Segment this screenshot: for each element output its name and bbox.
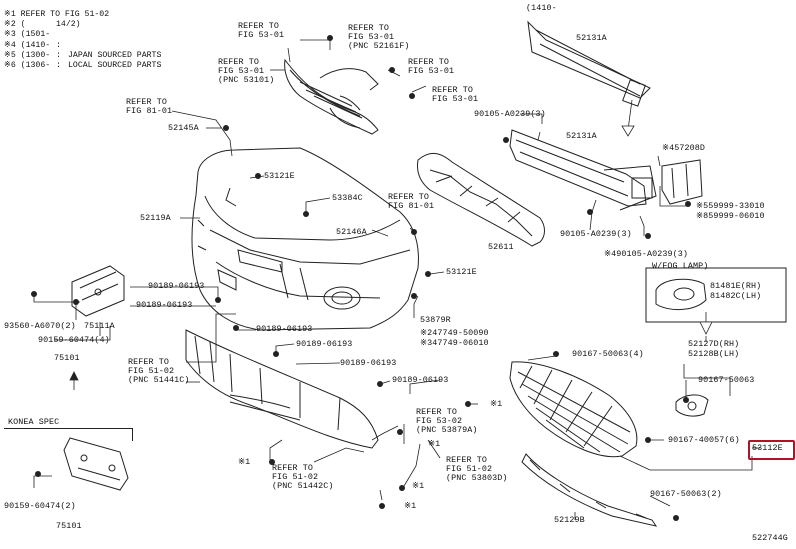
part-number[interactable]: 90105-A0239(3) (560, 229, 632, 239)
part-number[interactable]: ※559999-33010 (696, 201, 765, 211)
note-marker: ※1 (412, 481, 425, 491)
ref-fig-51-02[interactable]: REFER TO FIG 51-02 (PNC 51441C) (128, 357, 190, 385)
part-number[interactable]: 90167-50063 (698, 375, 755, 385)
part-number[interactable]: 75101 (54, 353, 80, 363)
part-number[interactable]: ※490105-A0239(3) (604, 249, 689, 259)
molding-52129b (522, 454, 656, 526)
legend-row: ※3 (1501- (4, 30, 51, 40)
konea-spec-label: KONEA SPEC (8, 417, 60, 427)
part-number[interactable]: 90167-40057(6) (668, 435, 740, 445)
ref-fig-53-02[interactable]: REFER TO FIG 53-02 (PNC 53879A) (416, 407, 478, 435)
part-number[interactable]: 52611 (488, 242, 514, 252)
part-number[interactable]: 52127D(RH) (688, 339, 740, 349)
ref-fig-51-02[interactable]: REFER TO FIG 51-02 (PNC 53803D) (446, 455, 508, 483)
part-number[interactable]: 52131A (566, 131, 597, 141)
konea-spec-box (4, 428, 133, 441)
part-number[interactable]: 52146A (336, 227, 367, 237)
fog-bezel (676, 395, 708, 416)
part-number[interactable]: 81481E(RH) (710, 281, 762, 291)
part-number[interactable]: ※859999-06010 (696, 211, 765, 221)
part-number[interactable]: 52119A (140, 213, 171, 223)
part-number[interactable]: 52128B(LH) (688, 349, 740, 359)
bracket-457208d (662, 160, 702, 204)
part-number[interactable]: ※347749-06010 (420, 338, 489, 348)
part-number[interactable]: 53384C (332, 193, 363, 203)
ref-fig-81-01[interactable]: REFER TO FIG 81-01 (388, 192, 435, 211)
part-number[interactable]: 90159-60474(4) (38, 335, 110, 345)
part-number[interactable]: 93560-A6070(2) (4, 321, 76, 331)
fog-lamp-note: W/FOG LAMP) (652, 261, 709, 271)
legend-row: ※4 (1410-: (4, 40, 61, 50)
note-marker: ※1 (238, 457, 251, 467)
ref-fig-81-01[interactable]: REFER TO FIG 81-01 (126, 97, 173, 116)
note-marker: ※1 (490, 399, 503, 409)
part-number[interactable]: 52129B (554, 515, 585, 525)
legend: ※1 REFER TO FIG 51-02 ※2 (14/2) ※3 (1501… (4, 10, 161, 71)
part-number[interactable]: ※247749-50090 (420, 328, 489, 338)
part-number[interactable]: 90189-06193 (256, 324, 313, 334)
fog-lamp-cover (646, 268, 786, 322)
part-number[interactable]: 90167-50063(2) (650, 489, 722, 499)
part-number[interactable]: 52145A (168, 123, 199, 133)
part-number[interactable]: 81482C(LH) (710, 291, 762, 301)
fasteners (31, 35, 691, 521)
legend-row: ※2 (14/2) (4, 20, 81, 30)
note-marker: ※1 (428, 439, 441, 449)
ref-fig-53-01[interactable]: REFER TO FIG 53-01 (PNC 53101) (218, 57, 275, 85)
legend-header: ※1 REFER TO FIG 51-02 (4, 10, 110, 19)
ref-fig-53-01[interactable]: REFER TO FIG 53-01 (238, 21, 285, 40)
ref-fig-53-01[interactable]: REFER TO FIG 53-01 (432, 85, 479, 104)
part-number[interactable]: 90189-06193 (136, 300, 193, 310)
part-number[interactable]: 90167-50063(4) (572, 349, 644, 359)
legend-row: ※5 (1300-:JAPAN SOURCED PARTS (4, 50, 162, 60)
ref-fig-51-02[interactable]: REFER TO FIG 51-02 (PNC 51442C) (272, 463, 334, 491)
part-number[interactable]: 90189-06193 (148, 281, 205, 291)
part-number[interactable]: 75111A (84, 321, 115, 331)
reinforcement-bottom (510, 130, 656, 210)
part-number[interactable]: 90189-06193 (340, 358, 397, 368)
selected-part-highlight[interactable] (748, 440, 795, 460)
part-number[interactable]: 53121E (446, 267, 477, 277)
part-number-selected[interactable]: 53112E (752, 443, 783, 453)
part-number[interactable]: 75101 (56, 521, 82, 531)
top-ref-note: (1410- (526, 3, 557, 13)
part-number[interactable]: 90189-06193 (296, 339, 353, 349)
part-number[interactable]: 90159-60474(2) (4, 501, 76, 511)
note-marker: ※1 (404, 501, 417, 511)
ref-fig-53-01[interactable]: REFER TO FIG 53-01 (PNC 52161F) (348, 23, 410, 51)
part-number[interactable]: 90189-06193 (392, 375, 449, 385)
diagram-code: 522744G (752, 533, 788, 543)
absorber-52611 (418, 153, 545, 246)
bracket-konea (64, 438, 128, 490)
part-number[interactable]: 53879R (420, 315, 451, 325)
reinforcement-top (528, 22, 650, 106)
bumper-cover (192, 148, 419, 330)
lower-grille (510, 362, 637, 457)
upper-grille-part (285, 60, 378, 134)
part-number[interactable]: 53121E (264, 171, 295, 181)
part-number[interactable]: 90105-A0239(3) (474, 109, 546, 119)
ref-fig-53-01[interactable]: REFER TO FIG 53-01 (408, 57, 455, 76)
part-number[interactable]: 52131A (576, 33, 607, 43)
leader-lines (34, 40, 760, 520)
legend-row: ※6 (1306-:LOCAL SOURCED PARTS (4, 61, 162, 71)
part-number[interactable]: ※457208D (662, 143, 705, 153)
bracket-75111a (72, 266, 124, 316)
